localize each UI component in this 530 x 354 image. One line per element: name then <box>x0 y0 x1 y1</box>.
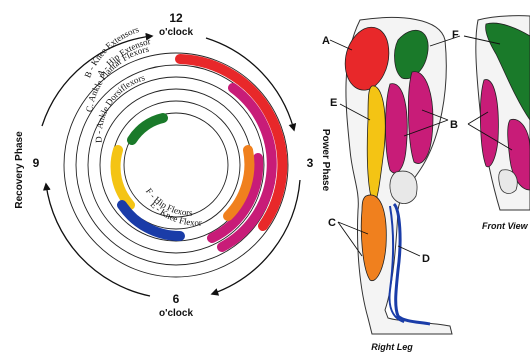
leg-letter-a: A <box>322 35 330 47</box>
right-leg-illustration <box>345 17 452 334</box>
leg-letter-d: D <box>422 253 430 265</box>
front-view-illustration <box>476 16 530 210</box>
clock-6-label: o'clock <box>159 308 193 319</box>
front-muscle-b-magenta-1 <box>480 80 498 167</box>
band-ankle-dorsiflexors <box>132 118 163 140</box>
clock-9-number: 9 <box>33 156 40 170</box>
leg-letter-e: E <box>330 97 337 109</box>
clock-12-label: o'clock <box>159 27 193 38</box>
power-phase-label: Power Phase <box>320 129 331 192</box>
band-hip-flexors <box>116 150 130 205</box>
leg-letter-b: B <box>450 119 458 131</box>
leg-letter-f: F <box>452 29 459 41</box>
clock-3-number: 3 <box>307 156 314 170</box>
muscle-b-quad-1 <box>386 84 408 173</box>
knee-area <box>390 171 417 203</box>
recovery-phase-label: Recovery Phase <box>14 131 25 209</box>
front-view-caption: Front View <box>482 221 529 231</box>
clock-12-number: 12 <box>169 11 183 25</box>
right-leg-caption: Right Leg <box>371 342 413 352</box>
clock-6-number: 6 <box>173 292 180 306</box>
arrow-bottom-left <box>46 184 150 296</box>
leg-letter-c: C <box>328 217 336 229</box>
